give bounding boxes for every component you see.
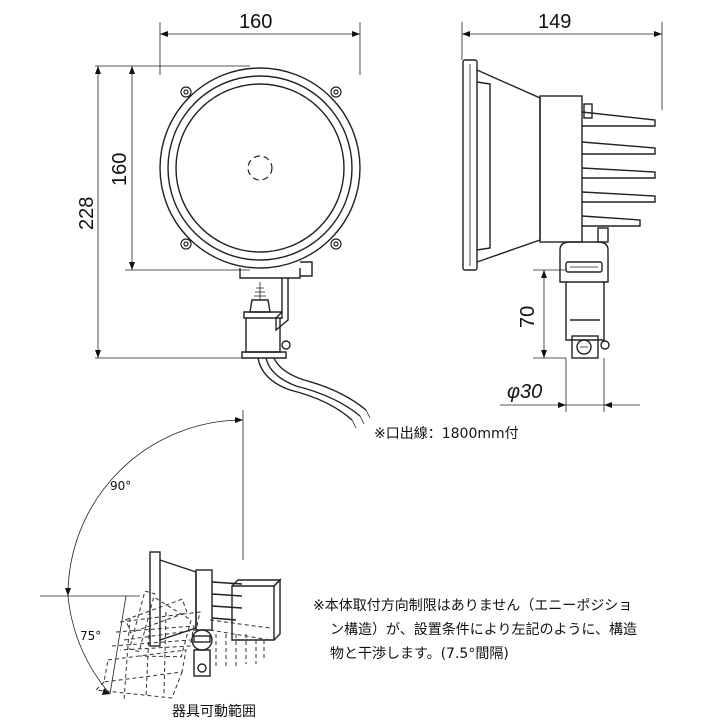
- front-height-label: 160: [109, 153, 131, 186]
- bracket-height-label: 70: [517, 306, 539, 328]
- cable-note: ※口出線：1800mm付: [374, 426, 519, 442]
- front-view: [95, 22, 371, 429]
- front-width-label: 160: [239, 11, 272, 33]
- pipe-diameter-label: φ30: [507, 381, 542, 403]
- total-height-label: 228: [76, 197, 98, 230]
- side-view: [461, 22, 663, 412]
- angle-upper-label: 90°: [110, 479, 131, 493]
- mounting-note-line2: ン構造）が、設置条件により左記のように、構造: [330, 621, 637, 638]
- mounting-note-line3: 物と干渉します。(7.5°間隔): [330, 646, 509, 662]
- mounting-note-line1: ※本体取付方向制限はありません（エニーポジショ: [313, 598, 632, 614]
- angle-lower-label: 75°: [80, 629, 101, 643]
- range-diagram: [40, 410, 282, 701]
- side-depth-label: 149: [538, 11, 571, 33]
- range-caption: 器具可動範囲: [172, 703, 256, 720]
